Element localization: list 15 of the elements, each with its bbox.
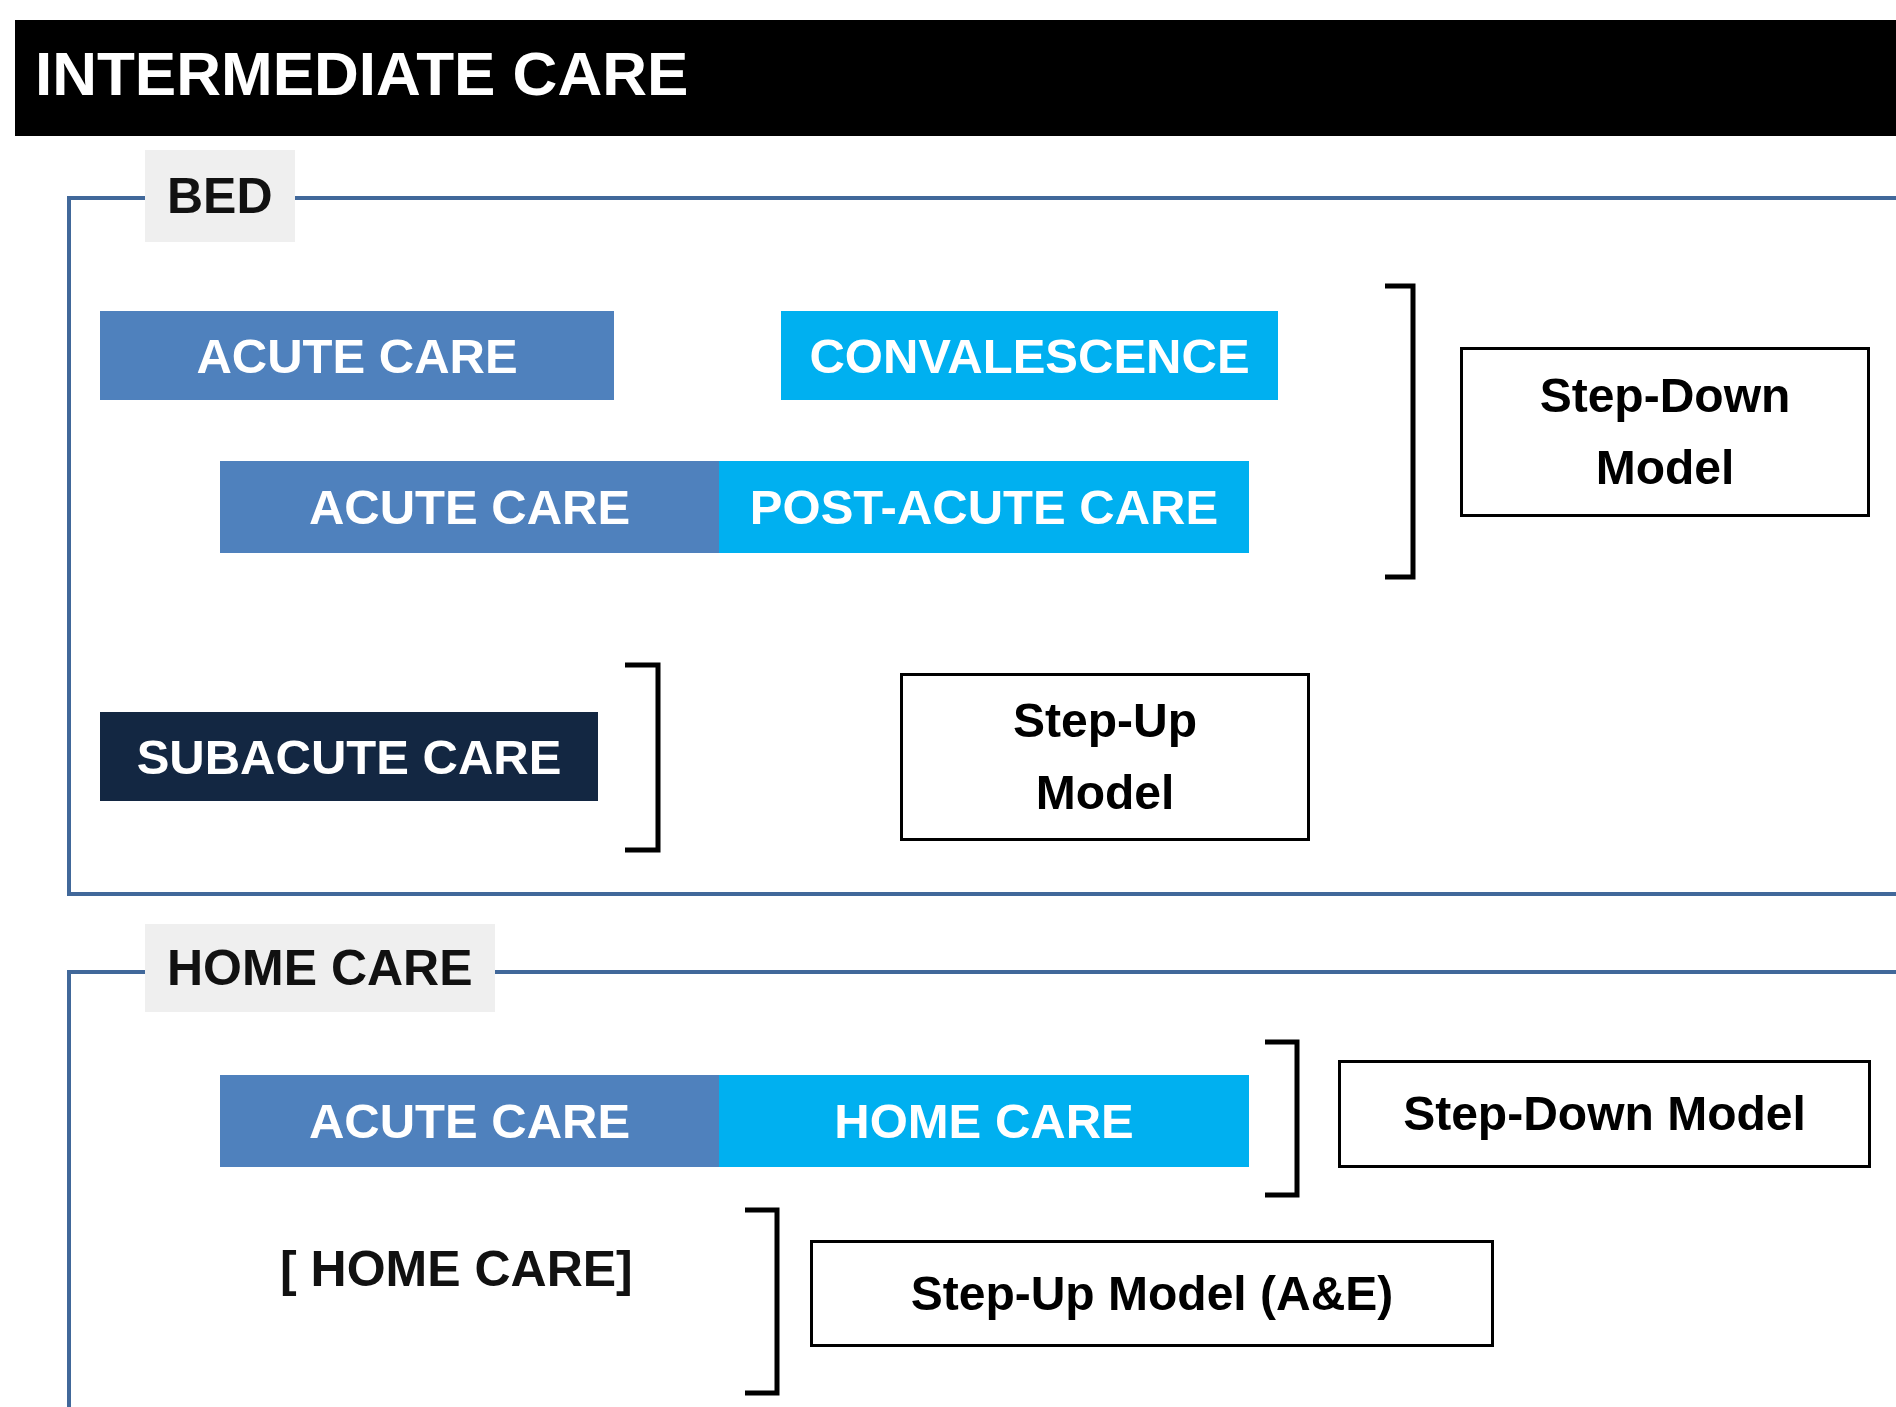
model-box: Step-Up Model (A&E) — [810, 1240, 1494, 1347]
care-bar: HOME CARE — [719, 1075, 1249, 1167]
group-title: HOME CARE — [145, 924, 495, 1012]
care-bar: POST-ACUTE CARE — [719, 461, 1249, 553]
care-bar: ACUTE CARE — [100, 311, 614, 400]
model-box: Step-Up Model — [900, 673, 1310, 841]
group-title: BED — [145, 150, 295, 242]
model-box: Step-Down Model — [1338, 1060, 1871, 1168]
care-bar: SUBACUTE CARE — [100, 712, 598, 801]
model-box: Step-Down Model — [1460, 347, 1870, 517]
note-text: [ HOME CARE] — [280, 1240, 633, 1298]
title-banner: INTERMEDIATE CARE — [15, 20, 1896, 136]
care-bar: ACUTE CARE — [220, 1075, 719, 1167]
care-bar: ACUTE CARE — [220, 461, 719, 553]
care-bar: CONVALESCENCE — [781, 311, 1278, 400]
